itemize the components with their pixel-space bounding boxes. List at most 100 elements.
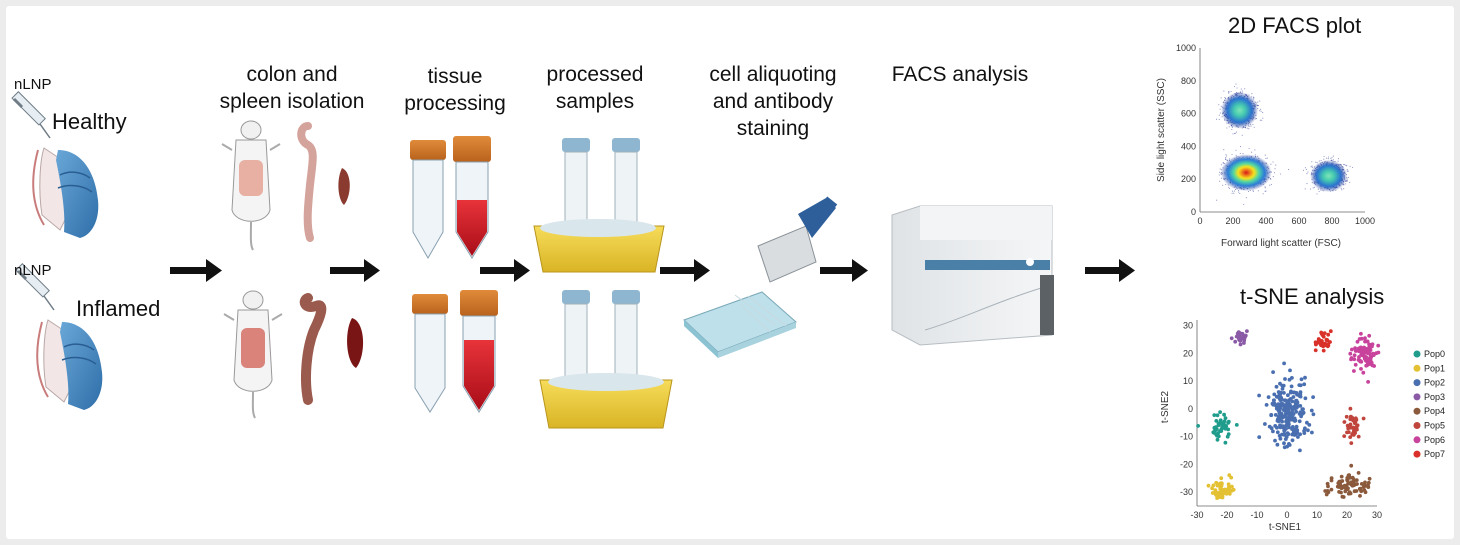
tsne-point-pop2 (1274, 384, 1279, 389)
inflamed-mouse-injection-icon (15, 263, 103, 410)
facs-event-point (1265, 190, 1267, 192)
facs-ytick-label: 600 (1181, 109, 1196, 119)
facs-event-point (1272, 161, 1274, 163)
facs-event-point (1248, 147, 1250, 149)
facs-event-point (1259, 100, 1261, 102)
healthy-colon-icon (297, 122, 317, 242)
tsne-point-pop2 (1280, 387, 1285, 391)
tsne-point-pop3 (1238, 342, 1243, 347)
tsne-point-pop2 (1305, 420, 1309, 425)
tsne-point-pop2 (1269, 413, 1274, 417)
facs-event-point (1275, 164, 1277, 166)
tsne-point-pop5 (1356, 434, 1361, 439)
tsne-point-pop2 (1282, 408, 1286, 413)
tsne-point-pop1 (1229, 488, 1234, 493)
facs-event-point (1316, 193, 1318, 195)
facs-event-point (1260, 108, 1262, 110)
facs-ytick-label: 200 (1181, 174, 1196, 184)
facs-event-point (1230, 90, 1232, 93)
tsne-point-pop2 (1283, 398, 1288, 403)
legend-label-pop4: Pop4 (1424, 406, 1445, 416)
facs-event-point (1219, 180, 1221, 182)
tsne-point-pop0 (1215, 413, 1220, 418)
tsne-point-pop4 (1363, 490, 1368, 495)
facs-event-point (1219, 112, 1222, 114)
facs-event-point (1337, 160, 1339, 162)
tsne-point-pop2 (1289, 405, 1294, 409)
sample-tray-inflamed-icon (539, 290, 673, 429)
facs-event-point (1241, 90, 1243, 92)
facs-event-point (1323, 155, 1325, 157)
tsne-point-pop6 (1359, 336, 1364, 341)
tsne-point-pop2 (1288, 368, 1292, 373)
tsne-point-pop2 (1295, 430, 1300, 435)
tsne-point-pop2 (1276, 407, 1280, 412)
tsne-point-pop2 (1286, 393, 1290, 398)
tsne-point-pop3 (1241, 336, 1246, 341)
tsne-ytick-label: 10 (1183, 376, 1193, 386)
tsne-point-pop2 (1294, 424, 1299, 429)
facs-event-point (1220, 105, 1222, 107)
facs-event-point (1346, 165, 1348, 167)
facs-event-point (1270, 163, 1272, 165)
facs-event-point (1234, 132, 1236, 134)
facs-event-point (1244, 88, 1246, 90)
facs-event-point (1257, 101, 1259, 103)
tsne-point-pop5 (1350, 417, 1355, 422)
facs-event-point (1228, 92, 1230, 94)
tsne-point-pop2 (1298, 383, 1303, 388)
tsne-ytick-label: 20 (1183, 348, 1193, 358)
facs-event-point (1223, 90, 1225, 92)
tsne-point-pop5 (1348, 406, 1353, 411)
tsne-point-pop2 (1273, 413, 1278, 417)
tsne-point-pop2 (1282, 432, 1286, 437)
facs-event-point (1273, 172, 1276, 174)
tsne-point-pop2 (1291, 412, 1296, 416)
tsne-point-pop4 (1356, 471, 1361, 475)
facs-event-point (1269, 184, 1271, 186)
facs-event-point (1264, 154, 1266, 156)
tsne-point-pop2 (1287, 442, 1291, 446)
facs-event-point (1343, 163, 1345, 165)
facs-event-point (1252, 123, 1254, 126)
facs-event-point (1216, 199, 1218, 201)
step-processing-line-1: tissue (427, 65, 483, 88)
tsne-point-pop2 (1299, 377, 1304, 382)
tsne-point-pop0 (1234, 423, 1239, 427)
tsne-point-pop5 (1355, 427, 1359, 432)
facs-event-point (1215, 118, 1218, 120)
step-processing-label: tissue processing (395, 63, 515, 117)
facs-event-point (1313, 186, 1315, 188)
facs-event-point (1326, 157, 1328, 159)
tsne-point-pop2 (1278, 412, 1282, 417)
tsne-point-pop2 (1271, 398, 1276, 403)
tsne-point-pop5 (1342, 434, 1347, 438)
facs-event-point (1331, 156, 1333, 158)
facs-event-point (1232, 133, 1234, 135)
tsne-xtick-label: 30 (1372, 510, 1382, 520)
facs-xtick-label: 800 (1324, 216, 1339, 226)
tsne-title: t-SNE analysis (1240, 284, 1385, 309)
facs-event-point (1279, 173, 1282, 175)
arrow-icon (330, 259, 380, 282)
legend-label-pop0: Pop0 (1424, 349, 1445, 359)
tsne-point-pop2 (1294, 391, 1299, 395)
legend-swatch (1413, 350, 1421, 358)
facs-event-point (1253, 97, 1255, 99)
tsne-point-pop6 (1365, 339, 1370, 344)
tsne-point-pop6 (1357, 355, 1361, 359)
tsne-point-pop1 (1219, 476, 1224, 481)
tsne-ytick-label: 30 (1183, 321, 1193, 331)
tsne-point-pop2 (1287, 425, 1291, 430)
tsne-point-pop6 (1369, 355, 1374, 359)
step-staining-line-2: and antibody (712, 90, 834, 113)
tsne-point-pop2 (1283, 403, 1287, 407)
facs-event-point (1222, 184, 1224, 186)
facs-event-point (1349, 181, 1351, 183)
tsne-point-pop5 (1346, 426, 1351, 431)
arrow-icon (820, 259, 868, 282)
tsne-point-pop4 (1352, 489, 1357, 494)
tsne-point-pop4 (1349, 463, 1354, 468)
tsne-point-pop6 (1371, 351, 1375, 356)
